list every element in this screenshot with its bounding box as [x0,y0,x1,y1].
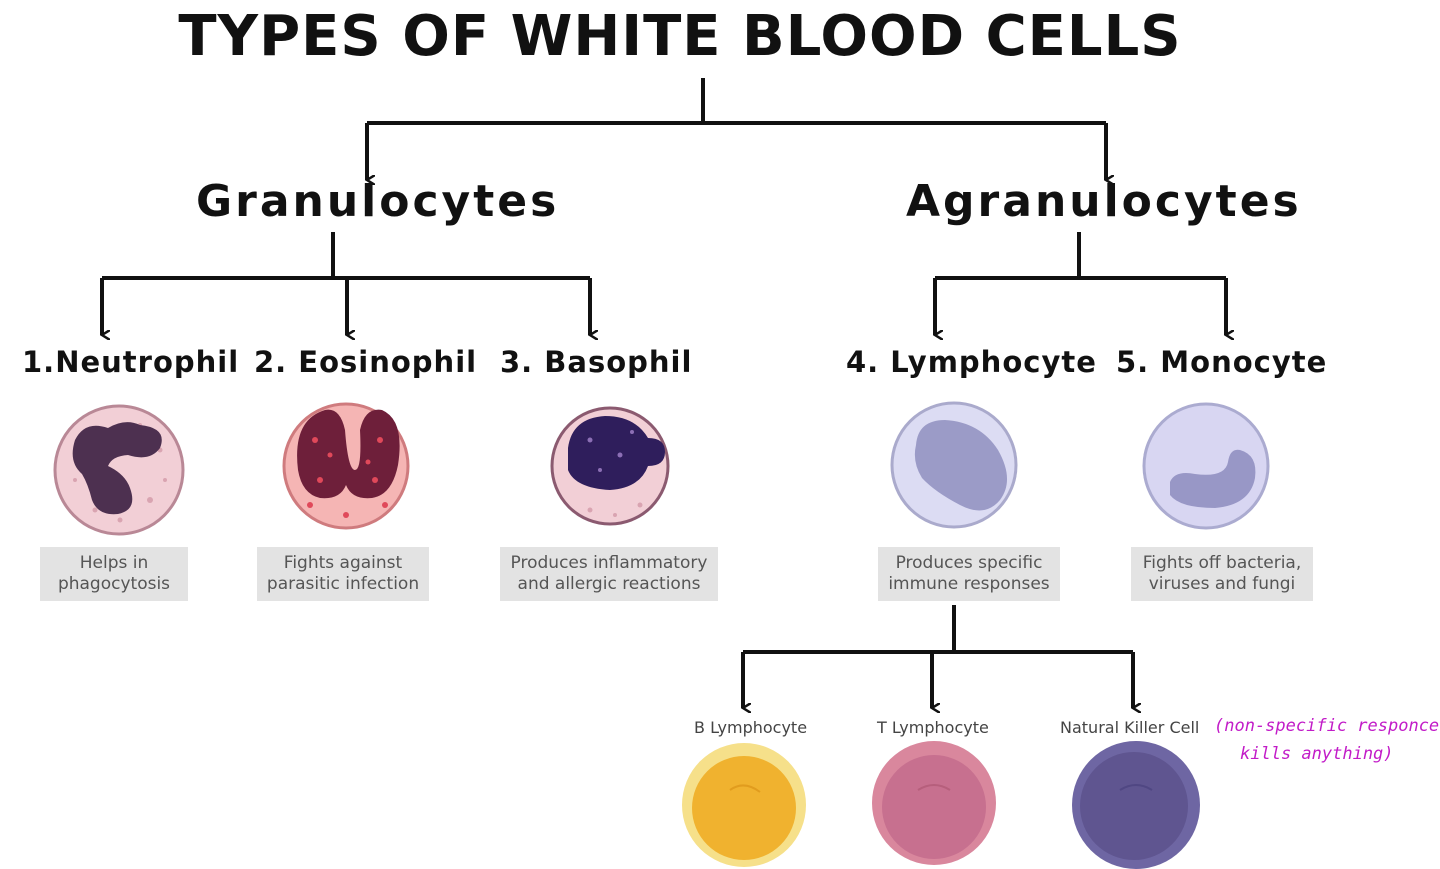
basophil-icon [550,406,670,526]
eosinophil-description: Fights against parasitic infection [257,547,429,601]
granulocytes-label: Granulocytes [196,176,560,227]
t-lymphocyte-label: T Lymphocyte [877,718,989,737]
neutrophil-description: Helps in phagocytosis [40,547,188,601]
eosinophil-icon [282,402,410,530]
natural-killer-cell-icon [1072,741,1200,869]
agranulocytes-label: Agranulocytes [906,176,1302,227]
lymphocyte-description-line1: Produces specific [895,553,1043,573]
lymphocyte-description-line2: immune responses [888,574,1050,594]
monocyte-description-line1: Fights off bacteria, [1142,553,1302,573]
monocyte-description-line2: viruses and fungi [1148,574,1296,594]
neutrophil-icon [53,404,185,536]
handwritten-note-line1: (non-specific responce; [1214,716,1440,736]
monocyte-label: 5. Monocyte [1116,345,1328,379]
lymphocyte-description: Produces specific immune responses [878,547,1060,601]
monocyte-description: Fights off bacteria, viruses and fungi [1131,547,1313,601]
neutrophil-description-line1: Helps in [79,553,149,573]
basophil-description-line1: Produces inflammatory [510,553,708,573]
neutrophil-description-line2: phagocytosis [57,574,171,594]
diagram-title: TYPES OF WHITE BLOOD CELLS [178,4,1182,69]
eosinophil-label: 2. Eosinophil [254,345,478,379]
monocyte-icon [1142,402,1270,530]
eosinophil-description-line1: Fights against [283,553,403,573]
basophil-description: Produces inflammatory and allergic react… [500,547,718,601]
b-lymphocyte-icon [682,743,806,867]
natural-killer-cell-label: Natural Killer Cell [1060,718,1200,737]
b-lymphocyte-label: B Lymphocyte [694,718,808,737]
t-lymphocyte-icon [872,741,996,865]
basophil-description-line2: and allergic reactions [517,574,701,594]
eosinophil-description-line2: parasitic infection [266,574,420,594]
lymphocyte-label: 4. Lymphocyte [846,345,1097,379]
neutrophil-label: 1.Neutrophil [22,345,240,379]
handwritten-note-line2: kills anything) [1240,744,1394,764]
lymphocyte-icon [890,401,1018,529]
basophil-label: 3. Basophil [500,345,693,379]
